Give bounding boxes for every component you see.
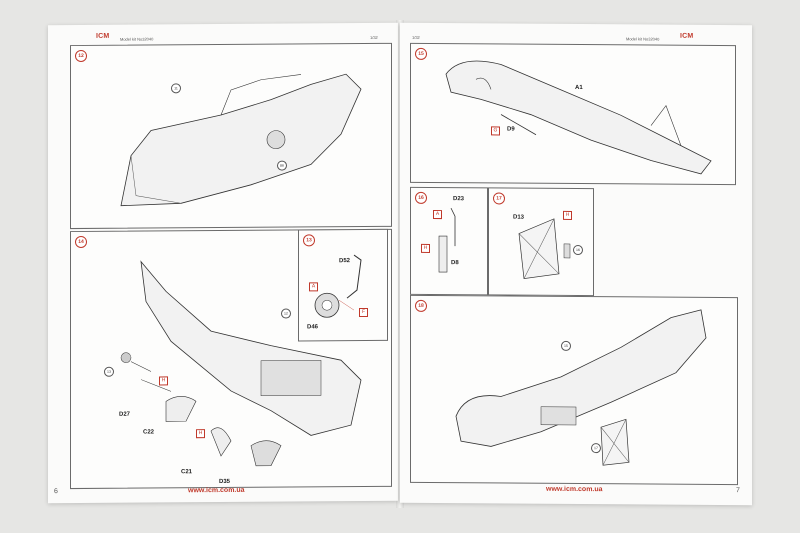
fuselage-drawing-18 (455, 309, 707, 466)
paint-tag: H (159, 376, 168, 386)
fuselage-drawing-15 (445, 60, 712, 175)
part-callout: 12 (281, 308, 291, 319)
header-model: Model kit No32040 (120, 36, 154, 42)
part-label: C21 (181, 469, 193, 476)
header-scale: 1/32 (412, 34, 420, 40)
left-page: ICM Model kit No32040 1/32 12 11 86 14 1… (48, 22, 398, 504)
part-label: D46 (307, 324, 319, 331)
step-16-panel: 16 D23 D8 A H (410, 186, 488, 296)
part-label: A1 (575, 84, 583, 92)
part-callout: 16 (573, 244, 583, 256)
website-url: www.icm.com.ua (188, 486, 245, 495)
part-label: D13 (513, 214, 525, 221)
part-label: D35 (219, 478, 231, 486)
paint-tag: G (491, 126, 500, 136)
part-drawing-16 (438, 207, 456, 273)
paint-tag: H (421, 243, 430, 253)
part-label: D9 (507, 126, 515, 133)
part-label: D8 (451, 260, 459, 267)
paint-tag: A (309, 282, 318, 292)
fuselage-drawing-12 (120, 73, 362, 207)
step-14-panel: 14 12 13 H H D27 C22 C21 D35 (70, 228, 392, 490)
part-callout: 11 (171, 83, 181, 94)
part-label: D52 (339, 258, 351, 265)
part-callout: 86 (277, 160, 287, 171)
step-18-panel: 18 15 17 (410, 294, 738, 486)
page-number: 7 (736, 487, 740, 495)
part-label: C22 (143, 429, 155, 436)
part-callout: 15 (561, 340, 571, 351)
icm-logo: ICM (680, 32, 694, 40)
part-callout: 17 (591, 443, 601, 454)
part-label: D27 (119, 411, 131, 418)
part-drawing-17 (518, 218, 571, 280)
step-13-panel: 13 D52 D46 A F (298, 228, 388, 342)
wheel-drawing (314, 254, 362, 318)
paint-tag: A (433, 210, 442, 220)
icm-logo: ICM (96, 32, 110, 40)
right-page: 1/32 Model kit No32040 ICM 15 A1 D9 G 16… (400, 22, 752, 506)
header-scale: 1/32 (370, 34, 378, 40)
step-12-panel: 12 11 86 (70, 42, 392, 230)
step-15-panel: 15 A1 D9 G (410, 42, 736, 186)
part-callout: 13 (104, 366, 114, 377)
step-17-panel: 17 D13 H 16 (488, 187, 594, 297)
paint-tag: F (359, 307, 368, 318)
header-model: Model kit No32040 (626, 36, 660, 42)
paint-tag: H (563, 210, 572, 220)
page-number: 6 (54, 488, 58, 496)
paint-tag: H (196, 429, 205, 439)
website-url: www.icm.com.ua (546, 485, 603, 494)
part-label: D23 (453, 196, 465, 203)
fuselage-drawing-14 (120, 260, 362, 467)
